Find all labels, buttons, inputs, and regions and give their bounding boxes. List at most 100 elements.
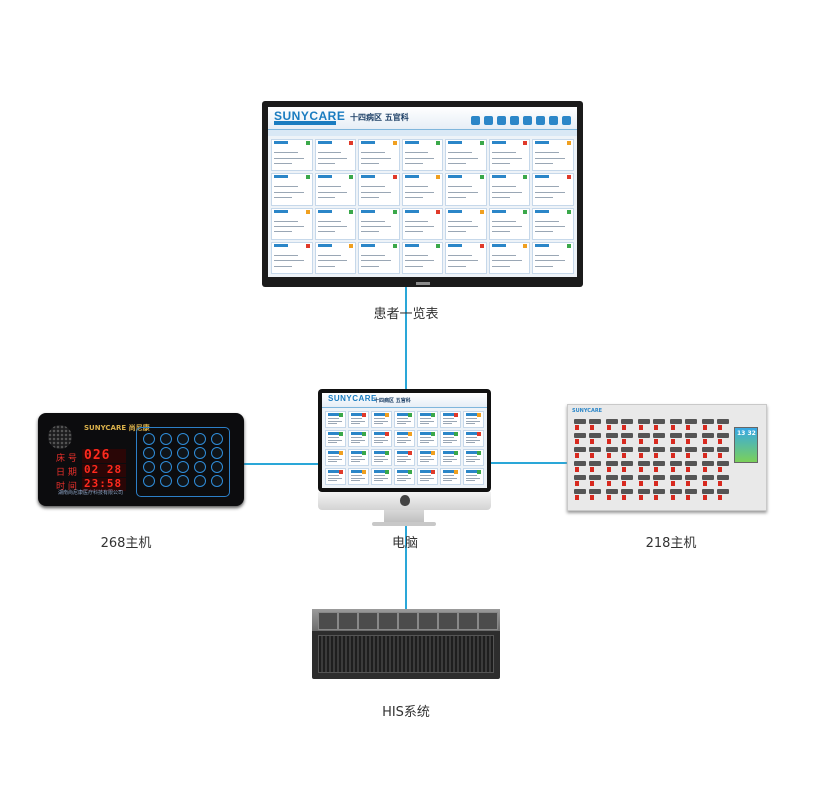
keypad-key: [194, 475, 206, 487]
call-button: [653, 489, 665, 494]
drive-bay: [438, 612, 458, 630]
bed-card: [401, 173, 444, 206]
call-indicator: [686, 467, 690, 472]
host-268-label: 268主机: [100, 536, 152, 551]
call-button: [589, 489, 601, 494]
call-button: [606, 447, 618, 452]
call-button: [574, 419, 586, 424]
bed-number-label: 床 号: [56, 454, 77, 464]
call-indicator: [622, 439, 626, 444]
call-indicator: [654, 453, 658, 458]
bed-card: [532, 207, 574, 240]
call-button: [702, 461, 714, 466]
monitor-screen: SUNYCARE 十四病区 五官科: [268, 107, 577, 277]
call-indicator: [703, 495, 707, 500]
call-indicator: [639, 425, 643, 430]
call-button: [589, 461, 601, 466]
call-indicator: [622, 467, 626, 472]
bed-card: [348, 468, 369, 485]
keypad-key: [143, 447, 155, 459]
bed-card: [314, 173, 357, 206]
bed-card: [532, 241, 574, 274]
call-indicator: [654, 425, 658, 430]
screen-ward-title: 十四病区 五官科: [350, 113, 409, 122]
drive-bay: [338, 612, 358, 630]
call-indicator: [654, 495, 658, 500]
call-indicator: [718, 481, 722, 486]
host-268-device: SUNYCARE 尚尼康 床 号 日 期 时 间 026 02 28 23:58…: [38, 413, 244, 506]
keypad: [136, 427, 230, 497]
keypad-key: [211, 433, 223, 445]
bed-card: [314, 139, 357, 172]
call-button: [638, 489, 650, 494]
call-indicator: [639, 439, 643, 444]
keypad-key: [143, 433, 155, 445]
call-button: [653, 419, 665, 424]
drive-bay: [318, 612, 338, 630]
drive-bay: [398, 612, 418, 630]
bed-card: [488, 139, 531, 172]
speaker-icon: [48, 425, 72, 449]
bed-card: [401, 207, 444, 240]
drive-bay: [478, 612, 498, 630]
call-button: [685, 419, 697, 424]
call-button: [621, 447, 633, 452]
call-button: [606, 433, 618, 438]
call-indicator: [575, 425, 579, 430]
bed-card: [445, 207, 487, 240]
call-indicator: [671, 481, 675, 486]
call-indicator: [575, 453, 579, 458]
patient-list-label: 患者一览表: [373, 307, 439, 322]
call-button: [702, 419, 714, 424]
bed-card: [440, 411, 461, 428]
bed-card: [358, 241, 400, 274]
call-button: [702, 475, 714, 480]
drive-bay: [358, 612, 378, 630]
call-indicator: [703, 453, 707, 458]
keypad-key: [194, 461, 206, 473]
bed-card: [371, 468, 392, 485]
bed-card: [488, 241, 531, 274]
call-button: [717, 419, 729, 424]
call-button: [717, 433, 729, 438]
bed-card: [394, 430, 415, 447]
apple-logo-icon: [399, 495, 410, 506]
call-button: [670, 489, 682, 494]
call-button: [702, 489, 714, 494]
call-indicator: [718, 439, 722, 444]
bed-card: [463, 411, 484, 428]
bed-card: [417, 430, 438, 447]
bed-number-display: 026: [84, 448, 111, 463]
bed-card: [440, 449, 461, 466]
tv-logo: [415, 282, 430, 285]
call-indicator: [671, 453, 675, 458]
call-button: [702, 433, 714, 438]
call-button: [621, 433, 633, 438]
call-button: [589, 475, 601, 480]
call-indicator: [575, 495, 579, 500]
call-button: [717, 489, 729, 494]
call-button: [621, 489, 633, 494]
call-indicator: [575, 439, 579, 444]
keypad-key: [160, 447, 172, 459]
call-button: [685, 489, 697, 494]
link-268-computer: [244, 463, 318, 465]
call-button: [670, 447, 682, 452]
bed-card: [271, 241, 313, 274]
call-indicator: [590, 439, 594, 444]
call-button: [574, 461, 586, 466]
call-indicator: [671, 467, 675, 472]
call-button: [638, 461, 650, 466]
bed-card: [445, 139, 487, 172]
call-indicator: [686, 453, 690, 458]
computer-screen: SUNYCARE 十四病区 五官科: [322, 393, 487, 488]
call-button: [574, 489, 586, 494]
call-indicator: [575, 467, 579, 472]
call-indicator: [703, 425, 707, 430]
bed-card: [325, 468, 346, 485]
keypad-key: [211, 461, 223, 473]
link-computer-his: [405, 526, 407, 609]
bed-card: [394, 449, 415, 466]
keypad-key: [177, 433, 189, 445]
bed-card: [325, 430, 346, 447]
